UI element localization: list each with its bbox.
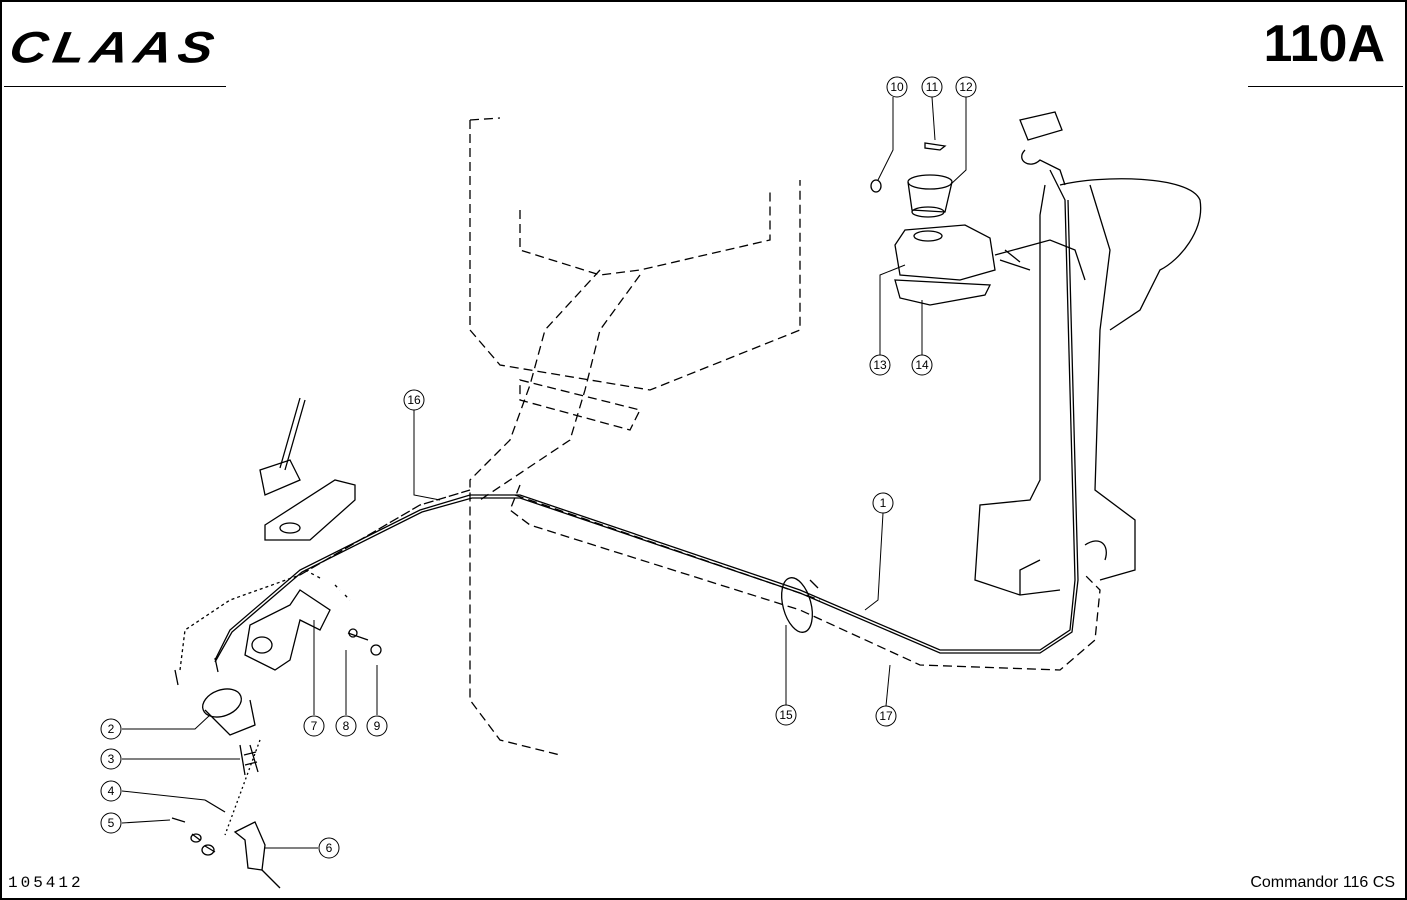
- conduit-tube: [509, 484, 1101, 671]
- svg-text:9: 9: [374, 719, 381, 733]
- callout-17: 17: [875, 705, 897, 727]
- right-column: [974, 178, 1202, 596]
- clamp-15: [781, 577, 819, 633]
- callout-13: 13: [869, 354, 891, 376]
- model-name: Commandor 116 CS: [1250, 874, 1395, 891]
- svg-text:6: 6: [326, 841, 333, 855]
- cab-outline: [469, 117, 801, 756]
- svg-text:10: 10: [890, 80, 904, 94]
- callout-8: 8: [335, 715, 357, 737]
- callout-5: 5: [100, 812, 122, 834]
- leader-lines: [121, 96, 967, 849]
- callout-10: 10: [886, 76, 908, 98]
- left-mount: [259, 397, 356, 541]
- callout-3: 3: [100, 748, 122, 770]
- callout-balloons: 1 2 3 4 5 6 7 8 9 10 11 12 13 14 15 16 1…: [100, 76, 977, 859]
- callout-9: 9: [366, 715, 388, 737]
- callout-1: 1: [872, 492, 894, 514]
- svg-text:14: 14: [915, 358, 929, 372]
- drawing-number: 105412: [8, 874, 84, 892]
- callout-16: 16: [403, 389, 425, 411]
- sheet-number-underline: [1248, 86, 1403, 87]
- switch-top: [1019, 111, 1066, 186]
- svg-text:17: 17: [879, 709, 893, 723]
- svg-text:4: 4: [108, 784, 115, 798]
- callout-14: 14: [911, 354, 933, 376]
- logo-underline: [4, 86, 226, 87]
- svg-text:13: 13: [873, 358, 887, 372]
- lamp-socket: [171, 657, 281, 889]
- callout-2: 2: [100, 718, 122, 740]
- svg-text:3: 3: [108, 752, 115, 766]
- svg-text:2: 2: [108, 722, 115, 736]
- svg-text:7: 7: [311, 719, 318, 733]
- callout-6: 6: [318, 837, 340, 859]
- svg-text:12: 12: [959, 80, 973, 94]
- callout-7: 7: [303, 715, 325, 737]
- bracket-7: [244, 569, 382, 671]
- callout-11: 11: [921, 76, 943, 98]
- svg-text:16: 16: [407, 393, 421, 407]
- callout-12: 12: [955, 76, 977, 98]
- light-assembly: [870, 142, 1086, 306]
- cable-harness: [179, 169, 1079, 671]
- svg-text:11: 11: [926, 80, 939, 94]
- sheet-number: 110A: [1263, 15, 1385, 73]
- svg-text:8: 8: [343, 719, 350, 733]
- callout-4: 4: [100, 780, 122, 802]
- callout-15: 15: [775, 704, 797, 726]
- svg-text:1: 1: [880, 496, 887, 510]
- svg-text:15: 15: [779, 708, 793, 722]
- svg-text:5: 5: [108, 816, 115, 830]
